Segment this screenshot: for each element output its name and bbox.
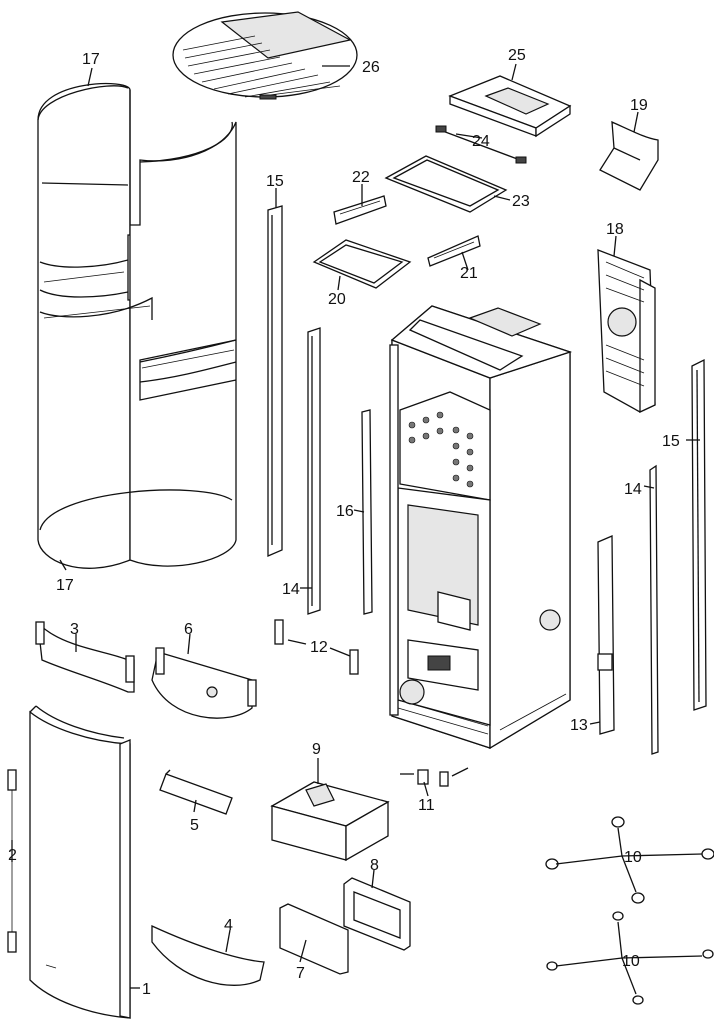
label-21: 21 (460, 265, 478, 282)
label-15-left: 15 (266, 173, 284, 190)
part-26-top-grill (172, 11, 358, 100)
label-26: 26 (362, 59, 380, 76)
part-11-hardware (400, 767, 469, 787)
label-24: 24 (472, 133, 490, 150)
part-5-bracket (159, 769, 233, 815)
part-18-perforated-panel (597, 249, 656, 414)
part-10-feet (545, 816, 714, 1005)
label-7: 7 (296, 965, 305, 982)
part-7-plate (279, 903, 349, 975)
part-22-bracket (333, 195, 387, 225)
label-14-left: 14 (282, 581, 300, 598)
label-8: 8 (370, 857, 379, 874)
label-13: 13 (570, 717, 588, 734)
label-19: 19 (630, 97, 648, 114)
label-15-right: 15 (662, 433, 680, 450)
part-20-gasket (312, 239, 412, 289)
stove-body (389, 305, 573, 750)
label-23: 23 (512, 193, 530, 210)
part-16-bracket (361, 409, 373, 615)
label-25: 25 (508, 47, 526, 64)
label-6: 6 (184, 621, 193, 638)
part-19-deflector (599, 120, 659, 191)
part-4-curved-plate (151, 924, 265, 986)
label-10-bottom: 10 (622, 953, 640, 970)
label-2: 2 (8, 847, 17, 864)
part-9-ash-drawer (270, 781, 390, 862)
label-17-top: 17 (82, 51, 100, 68)
label-14-right: 14 (624, 481, 642, 498)
part-6-half-plate (151, 647, 257, 719)
part-13-rail (597, 535, 615, 735)
label-4: 4 (224, 917, 233, 934)
leader-lines (11, 63, 703, 995)
part-14-rail-left (307, 327, 321, 615)
label-16: 16 (336, 503, 354, 520)
part-3-curved-bracket (35, 621, 135, 693)
part-12-small-plates (274, 619, 359, 675)
part-14-rail-right (649, 464, 659, 755)
label-18: 18 (606, 221, 624, 238)
label-1: 1 (142, 981, 151, 998)
label-3: 3 (70, 621, 79, 638)
part-15-rail-left (267, 205, 283, 557)
label-10-top: 10 (624, 849, 642, 866)
label-5: 5 (190, 817, 199, 834)
part-23-tray (384, 155, 508, 213)
part-21-bracket (427, 235, 481, 267)
label-22: 22 (352, 169, 370, 186)
label-12: 12 (310, 639, 328, 656)
part-15-rail-right (691, 358, 707, 711)
part-labels: 17 17 26 25 19 24 23 22 21 20 18 15 15 1… (8, 47, 680, 998)
part-8-frame (343, 877, 411, 951)
label-20: 20 (328, 291, 346, 308)
label-17-bottom: 17 (56, 577, 74, 594)
label-9: 9 (312, 741, 321, 758)
part-25-control-cover (448, 75, 572, 138)
part-17-outer-shell (37, 82, 237, 569)
label-11: 11 (418, 797, 435, 814)
part-1-door (29, 705, 131, 1019)
part-24-cable (435, 125, 527, 164)
